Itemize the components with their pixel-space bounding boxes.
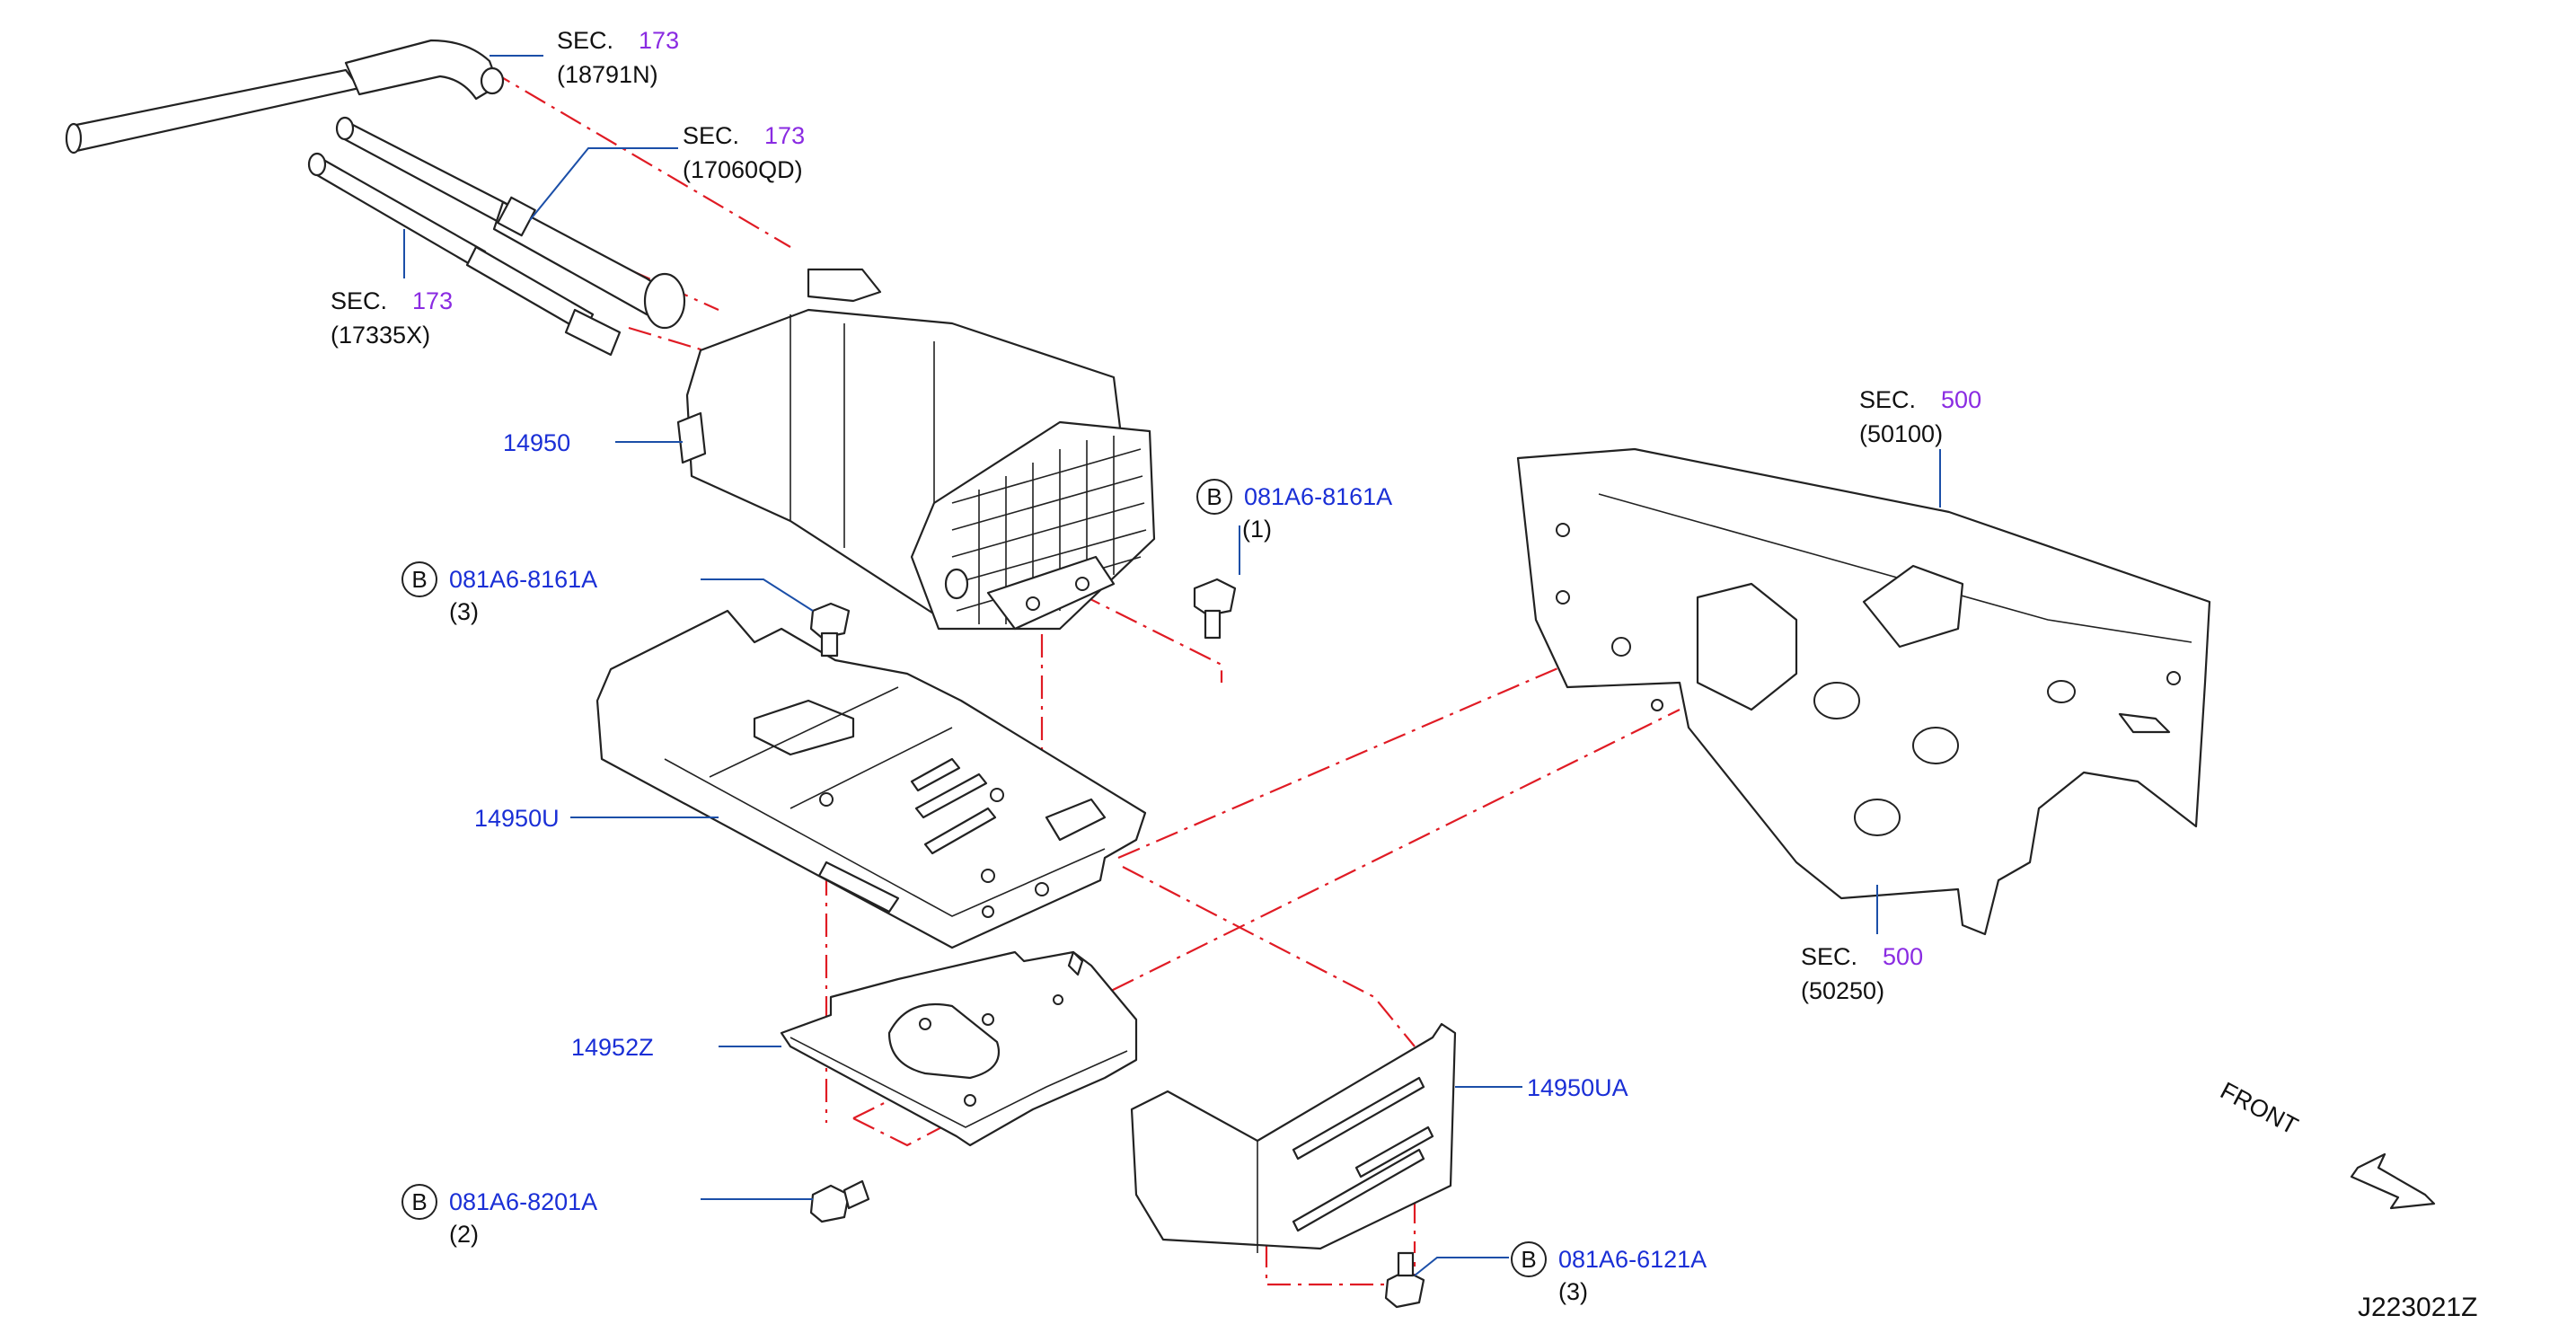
label-bolt-4: B 081A6-6121A (3) xyxy=(1511,1241,1707,1305)
svg-text:SEC.173: SEC. 173 xyxy=(331,287,453,314)
bolt-number: 081A6-6121A xyxy=(1558,1246,1707,1273)
part-label-14950u: 14950U xyxy=(474,805,560,832)
svg-text:SEC.173: SEC. 173 xyxy=(557,27,679,54)
hose-17335x xyxy=(307,152,622,357)
bolt-number: 081A6-8161A xyxy=(449,566,597,593)
sec-number: 500 xyxy=(1883,943,1923,970)
sec-code: (50250) xyxy=(1801,977,1884,1004)
label-sec-17335x: SEC. 173 (17335X) xyxy=(331,287,453,349)
bolt-qty: (3) xyxy=(449,598,479,625)
front-arrow-icon xyxy=(2350,1152,2436,1210)
bolt-letter-circle xyxy=(1511,1241,1547,1277)
label-sec-17060qd: SEC. 173 (17060QD) xyxy=(683,122,805,183)
sec-code: (17335X) xyxy=(331,322,430,349)
label-bolt-2: B 081A6-8161A (3) xyxy=(401,561,597,625)
bolt-letter: B xyxy=(1206,483,1222,510)
front-label: FRONT xyxy=(2216,1077,2302,1140)
bolt-letter: B xyxy=(1521,1246,1536,1273)
bolt-letter-circle xyxy=(401,561,437,597)
label-sec-18791n: SEC. 173 (18791N) xyxy=(557,27,679,88)
sec-code: (18791N) xyxy=(557,61,658,88)
sec-code: (17060QD) xyxy=(683,156,803,183)
bolt-letter-circle xyxy=(1196,479,1232,515)
bolt-icon-3 xyxy=(809,1179,870,1223)
bolt-qty: (3) xyxy=(1558,1278,1588,1305)
svg-text:SEC.173: SEC. 173 xyxy=(683,122,805,149)
bracket-14952z xyxy=(780,950,1138,1147)
front-indicator: FRONT xyxy=(2216,1077,2436,1210)
sec-number: 173 xyxy=(764,122,805,149)
diagram-id: J223021Z xyxy=(2358,1293,2477,1322)
bolt-letter: B xyxy=(411,566,427,593)
bracket-14950u xyxy=(595,609,1147,949)
bolt-number: 081A6-8201A xyxy=(449,1188,597,1215)
sec-number: 173 xyxy=(639,27,679,54)
part-label-14950ua: 14950UA xyxy=(1527,1074,1628,1101)
bolt-qty: (2) xyxy=(449,1221,479,1248)
sec-word: SEC. xyxy=(1859,386,1916,413)
body-panel-sec500 xyxy=(1516,447,2211,936)
sec-code: (50100) xyxy=(1859,420,1943,447)
sec-word: SEC. xyxy=(557,27,613,54)
bolt-icon-2 xyxy=(809,602,851,658)
sec-word: SEC. xyxy=(331,287,387,314)
sec-word: SEC. xyxy=(1801,943,1857,970)
sec-word: SEC. xyxy=(683,122,739,149)
svg-text:SEC.500: SEC. 500 xyxy=(1859,386,1981,413)
svg-text:SEC.500: SEC. 500 xyxy=(1801,943,1923,970)
cover-14950ua xyxy=(1130,1022,1457,1253)
sec-number: 500 xyxy=(1941,386,1981,413)
label-sec-50250: SEC. 500 (50250) xyxy=(1801,943,1923,1004)
bolt-qty: (1) xyxy=(1242,516,1272,543)
part-label-14950: 14950 xyxy=(503,429,570,456)
part-label-14952z: 14952Z xyxy=(571,1034,654,1061)
bolt-icon-4 xyxy=(1384,1251,1425,1309)
leader-lines xyxy=(403,55,1941,1276)
label-sec-50100: SEC. 500 (50100) xyxy=(1859,386,1981,447)
bolt-letter-circle xyxy=(401,1184,437,1220)
label-bolt-1: B 081A6-8161A (1) xyxy=(1196,479,1392,543)
label-bolt-3: B 081A6-8201A (2) xyxy=(401,1184,597,1248)
hose-17060qd xyxy=(335,116,686,330)
bolt-number: 081A6-8161A xyxy=(1244,483,1392,510)
bolt-letter: B xyxy=(411,1188,427,1215)
sec-number: 173 xyxy=(412,287,453,314)
hose-18791n xyxy=(65,39,505,154)
bolt-icon-1 xyxy=(1193,578,1237,640)
canister-14950 xyxy=(676,268,1156,631)
